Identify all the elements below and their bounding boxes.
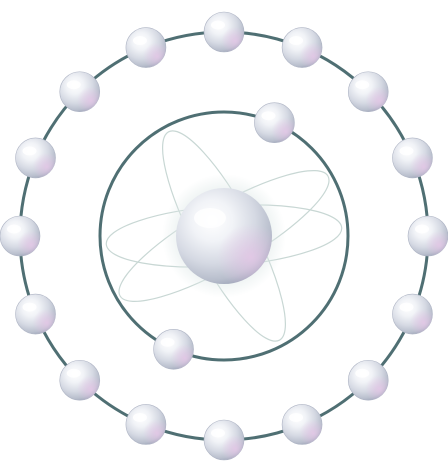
electron-shell-1-2	[154, 329, 194, 369]
electron-shell-2-14	[16, 138, 56, 178]
electron-shell-2-1	[204, 12, 244, 52]
electron-shell-2-6	[392, 294, 432, 334]
electron-shell-2-3	[348, 72, 388, 112]
electron-shell-2-9	[204, 420, 244, 460]
electron-shell-2-15	[60, 72, 100, 112]
electron-shell-2-13	[0, 216, 40, 256]
nucleus	[176, 188, 272, 284]
electron-shell-2-10	[126, 404, 166, 444]
electron-shell-2-16	[126, 28, 166, 68]
nucleus-group	[162, 174, 286, 298]
electron-shell-2-4	[392, 138, 432, 178]
electron-shell-2-8	[282, 404, 322, 444]
electron-shell-2-12	[16, 294, 56, 334]
electron-shell-2-5	[408, 216, 448, 256]
electron-shell-1-1	[254, 103, 294, 143]
electron-shell-2-7	[348, 360, 388, 400]
electron-shell-2-11	[60, 360, 100, 400]
electron-shell-2-2	[282, 28, 322, 68]
